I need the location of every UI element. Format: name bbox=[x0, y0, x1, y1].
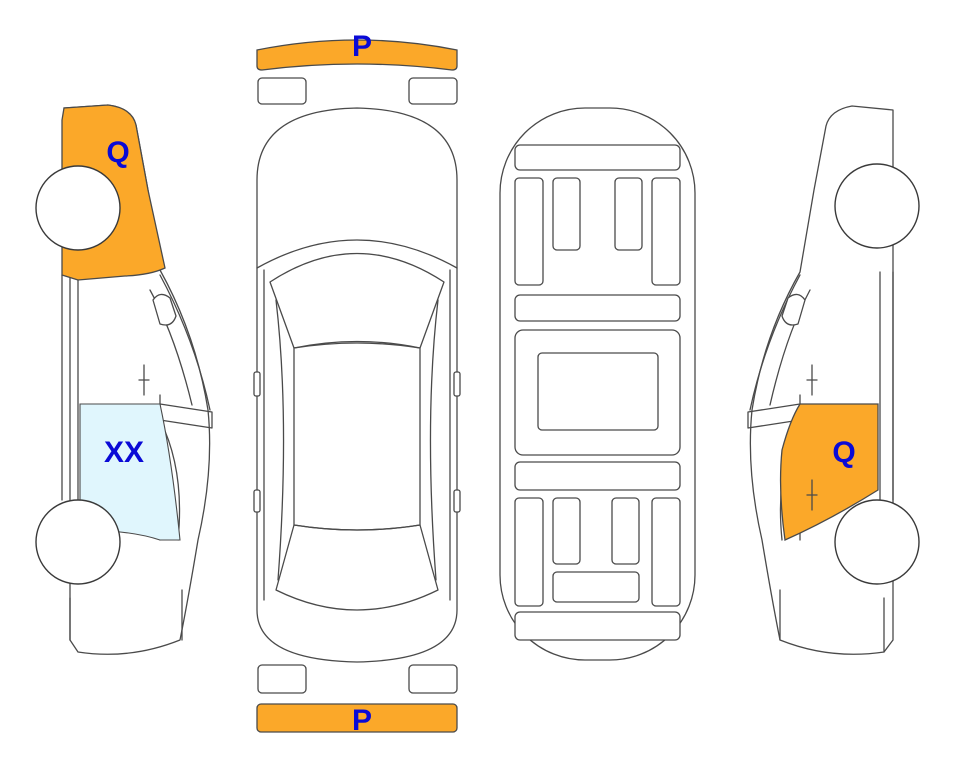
rear-left-light bbox=[257, 664, 307, 694]
rear-bumper-damage bbox=[256, 703, 458, 733]
left-front-fender-label: Q bbox=[106, 136, 129, 169]
top-body bbox=[256, 107, 458, 663]
front-right-light bbox=[408, 77, 458, 105]
left-mirror bbox=[152, 293, 177, 326]
left-side-view: Q XX bbox=[35, 104, 213, 655]
top-view: P P bbox=[253, 30, 461, 737]
right-rear-wheel bbox=[834, 499, 920, 585]
front-bumper-label: P bbox=[352, 30, 372, 63]
right-rear-door-label: Q bbox=[832, 436, 855, 469]
front-left-light bbox=[257, 77, 307, 105]
rear-bumper-label: P bbox=[352, 704, 372, 737]
right-rear-door-damage bbox=[779, 403, 879, 541]
right-mirror bbox=[781, 293, 806, 326]
left-rear-wheel bbox=[35, 499, 121, 585]
left-rear-door-label: XX bbox=[104, 436, 144, 469]
left-front-wheel bbox=[35, 165, 121, 251]
right-side-view: Q bbox=[747, 105, 920, 655]
rear-right-light bbox=[408, 664, 458, 694]
right-front-wheel bbox=[834, 163, 920, 249]
front-bumper-damage bbox=[256, 39, 458, 71]
underside-view bbox=[499, 107, 696, 661]
